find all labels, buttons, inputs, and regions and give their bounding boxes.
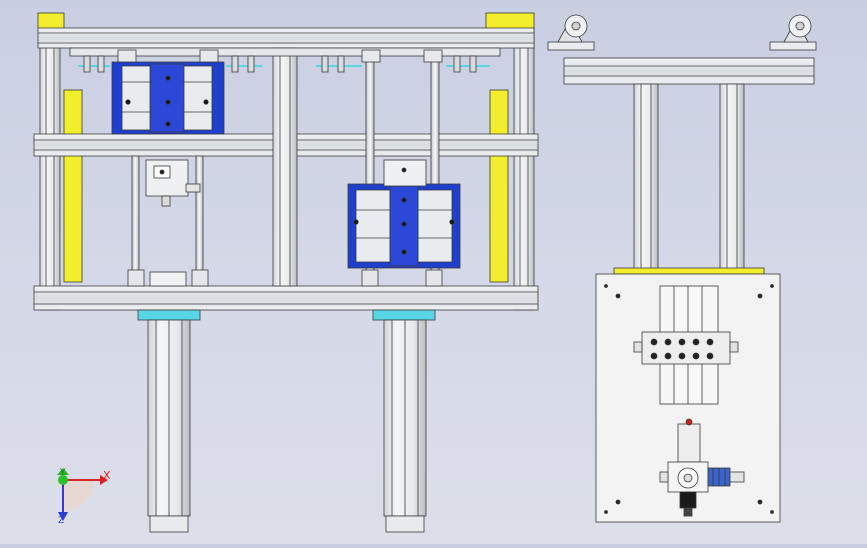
front-view (33, 12, 539, 533)
x-axis-label: X (103, 469, 111, 482)
z-axis-arrow (58, 512, 68, 521)
side-column-right (719, 83, 745, 273)
right-outer-post (513, 27, 535, 311)
center-post (272, 47, 298, 287)
left-yellow-guard (63, 89, 83, 283)
top-beam (37, 27, 535, 49)
left-rod-foot-a (127, 269, 145, 287)
left-guide-rod-a (131, 155, 140, 279)
z-axis-label: Z (58, 516, 64, 526)
left-cylinder-flange (137, 309, 201, 321)
bottom-beam (33, 285, 539, 311)
side-view (547, 14, 817, 275)
triad-origin (58, 475, 68, 485)
x-axis-arrow (100, 475, 108, 485)
left-outer-post (39, 27, 61, 311)
y-axis-label: Y (59, 468, 66, 478)
coordinate-triad[interactable]: X Y Z (57, 468, 111, 526)
left-guide-rod-b (195, 155, 204, 279)
top-mount-rail (69, 47, 501, 57)
filter-regulator (659, 418, 745, 517)
side-top-beam (563, 57, 815, 85)
left-base-block (149, 271, 187, 287)
top-fittings (78, 49, 490, 73)
left-rod-foot-b (191, 269, 209, 287)
right-caster (769, 14, 817, 51)
right-rod-foot-b (425, 269, 443, 287)
y-axis-arrow (57, 468, 69, 475)
left-gripper-head (145, 159, 201, 207)
top-right-cap (485, 12, 535, 30)
triad-plane (63, 480, 94, 511)
valve-panel (595, 273, 781, 523)
right-rod-foot-a (361, 269, 379, 287)
right-yellow-guard (489, 89, 509, 283)
right-gripper-head (383, 159, 427, 187)
left-lift-cylinder (147, 319, 191, 533)
top-left-cap (37, 12, 65, 30)
side-yellow-strip (613, 267, 765, 275)
right-cylinder-flange (372, 309, 436, 321)
solenoid-valve-bank (633, 285, 739, 405)
right-lift-cylinder (383, 319, 427, 533)
left-caster (547, 14, 595, 51)
right-lower-slide (347, 183, 461, 269)
side-column-left (633, 83, 659, 273)
left-upper-slide (111, 61, 225, 135)
